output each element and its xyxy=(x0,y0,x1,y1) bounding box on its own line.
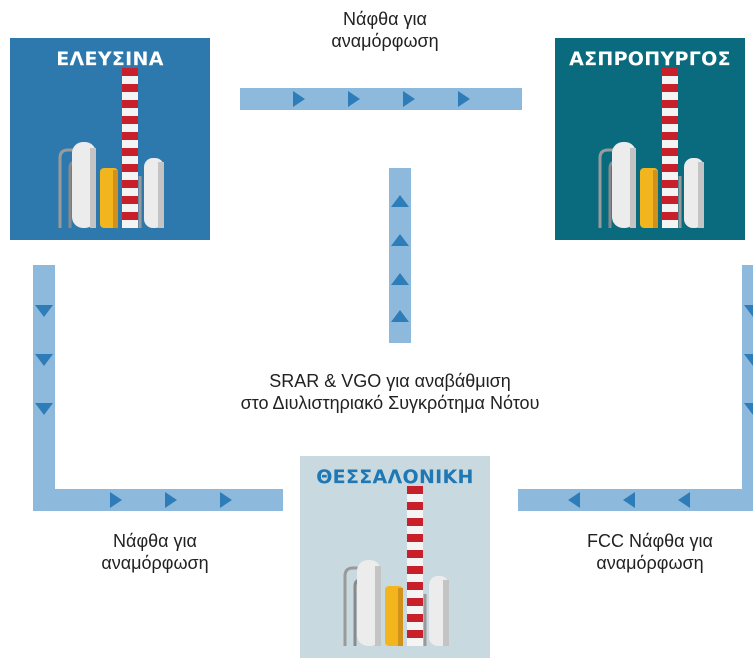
flow-label-line: SRAR & VGO για αναβάθμιση xyxy=(269,371,511,391)
arrow-up-icon xyxy=(391,310,409,322)
arrow-right-icon xyxy=(110,492,122,508)
arrow-left-icon xyxy=(678,492,690,508)
pipe-right xyxy=(518,265,753,511)
chimney-stripe xyxy=(122,196,138,204)
refinery-thessaloniki: ΘΕΣΣΑΛΟΝΙΚΗ xyxy=(300,456,490,658)
refinery-icon xyxy=(58,68,164,228)
chimney-stripe xyxy=(407,598,423,606)
chimney-stripe xyxy=(662,68,678,76)
arrow-right-icon xyxy=(293,91,305,107)
chimney-stripe xyxy=(407,630,423,638)
chimney-stripe xyxy=(407,486,423,494)
flow-label-bottom-left: Νάφθα για αναμόρφωση xyxy=(70,530,240,574)
arrow-right-icon xyxy=(458,91,470,107)
refinery-graphic xyxy=(58,68,164,228)
arrow-right-icon xyxy=(403,91,415,107)
chimney-stripe xyxy=(407,614,423,622)
chimney-stripe xyxy=(407,566,423,574)
chimney-stripe xyxy=(122,148,138,156)
flow-label-line: αναμόρφωση xyxy=(331,31,439,51)
chimney-stripe xyxy=(122,180,138,188)
chimney-stripe xyxy=(407,518,423,526)
arrow-left-icon xyxy=(568,492,580,508)
flow-label-center: SRAR & VGO για αναβάθμιση στο Διυλιστηρι… xyxy=(180,370,600,414)
refinery-graphic xyxy=(343,486,449,646)
flow-label-line: στο Διυλιστηριακό Συγκρότημα Νότου xyxy=(240,393,540,413)
pipe-shape xyxy=(598,148,614,228)
arrow-down-icon xyxy=(35,305,53,317)
chimney-stripe xyxy=(662,116,678,124)
arrow-down-icon xyxy=(744,305,753,317)
chimney-stripe xyxy=(122,212,138,220)
chimney-stripe xyxy=(122,68,138,76)
arrow-right-icon xyxy=(348,91,360,107)
arrow-up-icon xyxy=(391,195,409,207)
chimney-stripe xyxy=(662,212,678,220)
chimney-stripe xyxy=(122,164,138,172)
arrow-right-icon xyxy=(165,492,177,508)
chimney-stripe xyxy=(122,84,138,92)
flow-label-line: αναμόρφωση xyxy=(101,553,209,573)
refinery-name: ΘΕΣΣΑΛΟΝΙΚΗ xyxy=(316,466,474,488)
chimney-stripe xyxy=(662,196,678,204)
tank-shadow xyxy=(375,566,381,646)
refinery-name: ΕΛΕΥΣΙΝΑ xyxy=(56,48,164,70)
arrow-up-icon xyxy=(391,273,409,285)
chimney-stripe xyxy=(407,550,423,558)
tank-shadow xyxy=(113,170,118,228)
chimney-stripe xyxy=(662,132,678,140)
chimney-stripe xyxy=(662,148,678,156)
tank-shadow xyxy=(90,148,96,228)
flow-label-line: Νάφθα για xyxy=(343,9,427,29)
pipe-shape xyxy=(343,566,359,646)
chimney-stripe xyxy=(122,100,138,108)
flow-label-line: Νάφθα για xyxy=(113,531,197,551)
arrow-left-icon xyxy=(623,492,635,508)
pipe-center xyxy=(389,168,411,343)
chimney-stripe xyxy=(122,116,138,124)
refinery-icon xyxy=(598,68,704,228)
chimney-stripe xyxy=(662,164,678,172)
tank-shadow xyxy=(698,162,704,228)
tank-shadow xyxy=(398,588,403,646)
chimney-stripe xyxy=(122,132,138,140)
arrow-down-icon xyxy=(744,403,753,415)
arrow-down-icon xyxy=(35,403,53,415)
flow-label-bottom-right: FCC Νάφθα για αναμόρφωση xyxy=(560,530,740,574)
refinery-name: ΑΣΠΡΟΠΥΡΓΟΣ xyxy=(569,48,731,70)
tank-shadow xyxy=(443,580,449,646)
arrow-up-icon xyxy=(391,234,409,246)
arrow-down-icon xyxy=(744,354,753,366)
flow-label-line: FCC Νάφθα για xyxy=(587,531,713,551)
pipe-shape xyxy=(58,148,74,228)
arrow-right-icon xyxy=(220,492,232,508)
chimney-stripe xyxy=(407,534,423,542)
pipe-top xyxy=(240,88,522,110)
tank-shadow xyxy=(158,162,164,228)
refinery-graphic xyxy=(598,68,704,228)
chimney-stripe xyxy=(662,180,678,188)
chimney-stripe xyxy=(407,502,423,510)
tank-shadow xyxy=(630,148,636,228)
flow-label-top: Νάφθα για αναμόρφωση xyxy=(300,8,470,52)
chimney-stripe xyxy=(662,100,678,108)
tank-shadow xyxy=(653,170,658,228)
refinery-aspropyrgos: ΑΣΠΡΟΠΥΡΓΟΣ xyxy=(555,38,745,240)
chimney-stripe xyxy=(662,84,678,92)
pipe-left xyxy=(33,265,283,511)
arrow-down-icon xyxy=(35,354,53,366)
flow-label-line: αναμόρφωση xyxy=(596,553,704,573)
refinery-elefsina: ΕΛΕΥΣΙΝΑ xyxy=(10,38,210,240)
refinery-icon xyxy=(343,486,449,646)
chimney-stripe xyxy=(407,582,423,590)
